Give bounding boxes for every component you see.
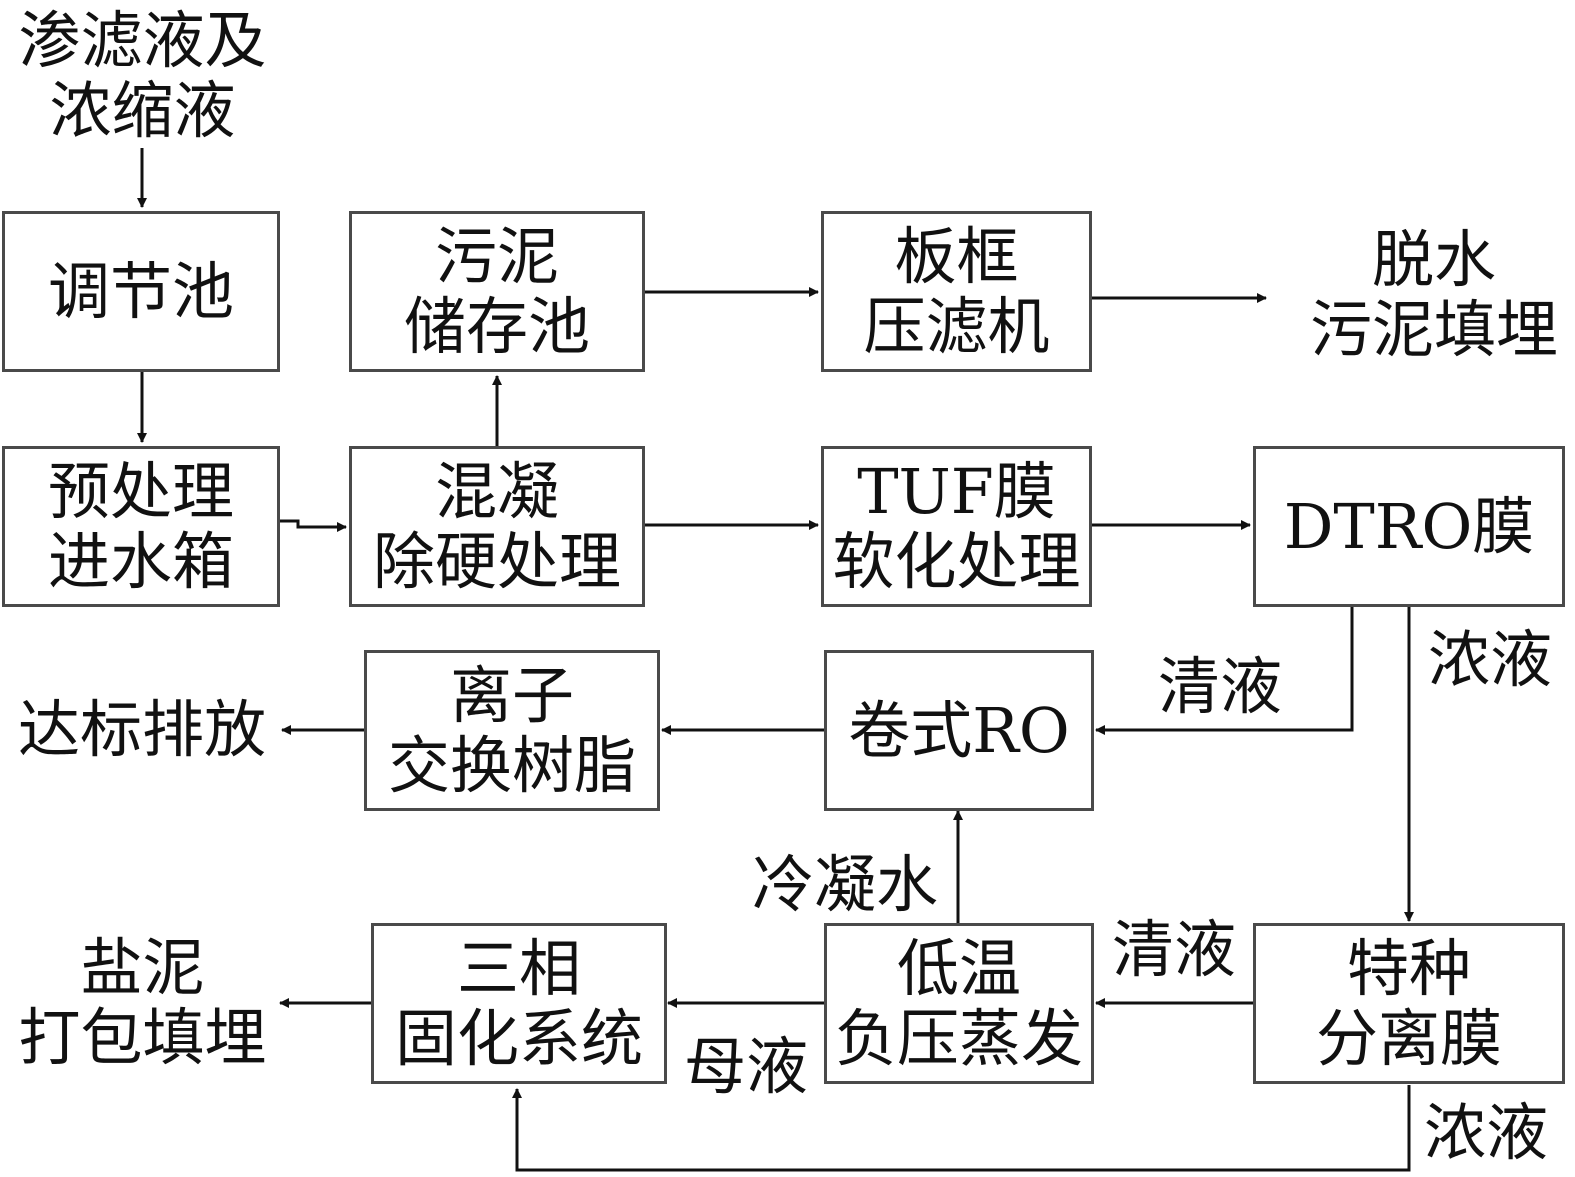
solidification-box: 三相 固化系统 — [371, 923, 667, 1084]
ion-exchange-box: 离子 交换树脂 — [364, 650, 660, 811]
coagulation-box: 混凝 除硬处理 — [349, 446, 645, 607]
roll-ro-box: 卷式RO — [824, 650, 1094, 811]
tuf-box: TUF膜 软化处理 — [821, 446, 1092, 607]
adjust-pool-box: 调节池 — [2, 211, 280, 372]
sludge-landfill-label: 脱水 污泥填埋 — [1309, 223, 1558, 366]
discharge-label: 达标排放 — [17, 693, 266, 766]
evaporation-box: 低温 负压蒸发 — [824, 923, 1094, 1084]
mother-liquor-label: 母液 — [684, 1030, 809, 1103]
arrow-special-concentrate-to-solidification — [512, 1085, 1411, 1172]
special-concentrate-label: 浓液 — [1424, 1096, 1549, 1169]
sludge-storage-box: 污泥 储存池 — [349, 211, 645, 372]
condensate-label: 冷凝水 — [752, 848, 939, 921]
pretreatment-box: 预处理 进水箱 — [2, 446, 280, 607]
source-label: 渗滤液及 浓缩液 — [18, 4, 267, 147]
arrow-pretreatment-to-coagulation — [280, 519, 347, 532]
dtro-clear-label: 清液 — [1158, 650, 1283, 723]
arrow-dtro-clear-to-ro — [1095, 607, 1354, 735]
dtro-concentrate-label: 浓液 — [1428, 623, 1553, 696]
salt-landfill-label: 盐泥 打包填埋 — [18, 931, 267, 1074]
filter-press-box: 板框 压滤机 — [821, 211, 1092, 372]
special-membrane-box: 特种 分离膜 — [1253, 923, 1565, 1084]
dtro-box: DTRO膜 — [1253, 446, 1565, 607]
special-clear-label: 清液 — [1112, 913, 1237, 986]
